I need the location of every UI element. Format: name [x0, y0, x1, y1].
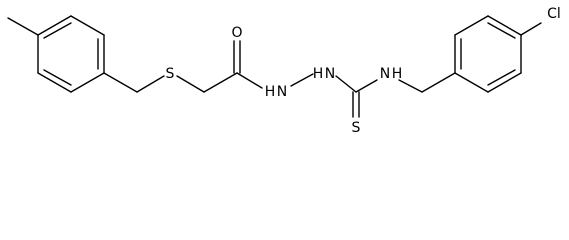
nh-1-h-label: H: [265, 84, 276, 100]
bond-nh-to-ch2: [398, 79, 423, 93]
bond-ring-r-3: [487, 15, 522, 36]
bond-ch2-to-ring: [421, 72, 456, 93]
sulfur-atom-label: S: [166, 66, 175, 82]
chlorine-atom-label: Cl: [547, 6, 561, 22]
bond-ch2-to-carbonyl: [203, 72, 238, 93]
bond-ring-l-1: [37, 15, 72, 36]
bond-ring-r-inner-2: [487, 22, 516, 39]
bond-ring-l-4: [70, 72, 105, 93]
hydrazide-nh-group-2: H N: [313, 66, 336, 82]
carbonyl-oxygen-label: O: [231, 25, 242, 41]
bond-ring-l-5: [37, 72, 72, 93]
structure-canvas: S O H N H N S N H: [7, 6, 561, 136]
bond-nh-to-thiocarbonyl: [335, 75, 357, 93]
nh-2-h-label: H: [313, 66, 324, 82]
amide-nh-n-label: N: [380, 66, 390, 82]
amide-nh-h-label: H: [392, 66, 403, 82]
bond-ring-r-inner-3: [487, 69, 516, 86]
chlorophenyl-ring: [454, 15, 522, 93]
bond-ring-to-cl: [520, 22, 542, 36]
bond-ring-r-5: [487, 72, 522, 93]
thio-sulfur-label: S: [352, 120, 361, 136]
bond-ring-r-6: [454, 72, 489, 93]
bond-methyl: [7, 17, 39, 36]
amide-nh-group: N H: [380, 66, 403, 82]
bond-s-to-ch2: [176, 75, 205, 93]
bond-ch2-to-s: [136, 75, 165, 93]
nh-2-n-label: N: [325, 66, 335, 82]
bond-ring-l-inner-1: [43, 22, 72, 39]
bond-thiocarbonyl-to-nh: [355, 79, 378, 93]
nh-1-n-label: N: [277, 84, 287, 100]
bond-ring-to-ch2: [103, 72, 138, 93]
bond-ring-r-2: [454, 15, 489, 36]
hydrazide-nh-group-1: H N: [265, 84, 288, 100]
chemical-structure-diagram: S O H N H N S N H: [7, 6, 561, 136]
bond-nh-to-nh: [290, 73, 314, 87]
bond-ring-l-2: [70, 15, 105, 36]
methylphenyl-ring: [7, 15, 105, 93]
bond-ring-l-inner-3: [43, 69, 72, 86]
bond-carbonyl-to-nh: [236, 72, 263, 89]
